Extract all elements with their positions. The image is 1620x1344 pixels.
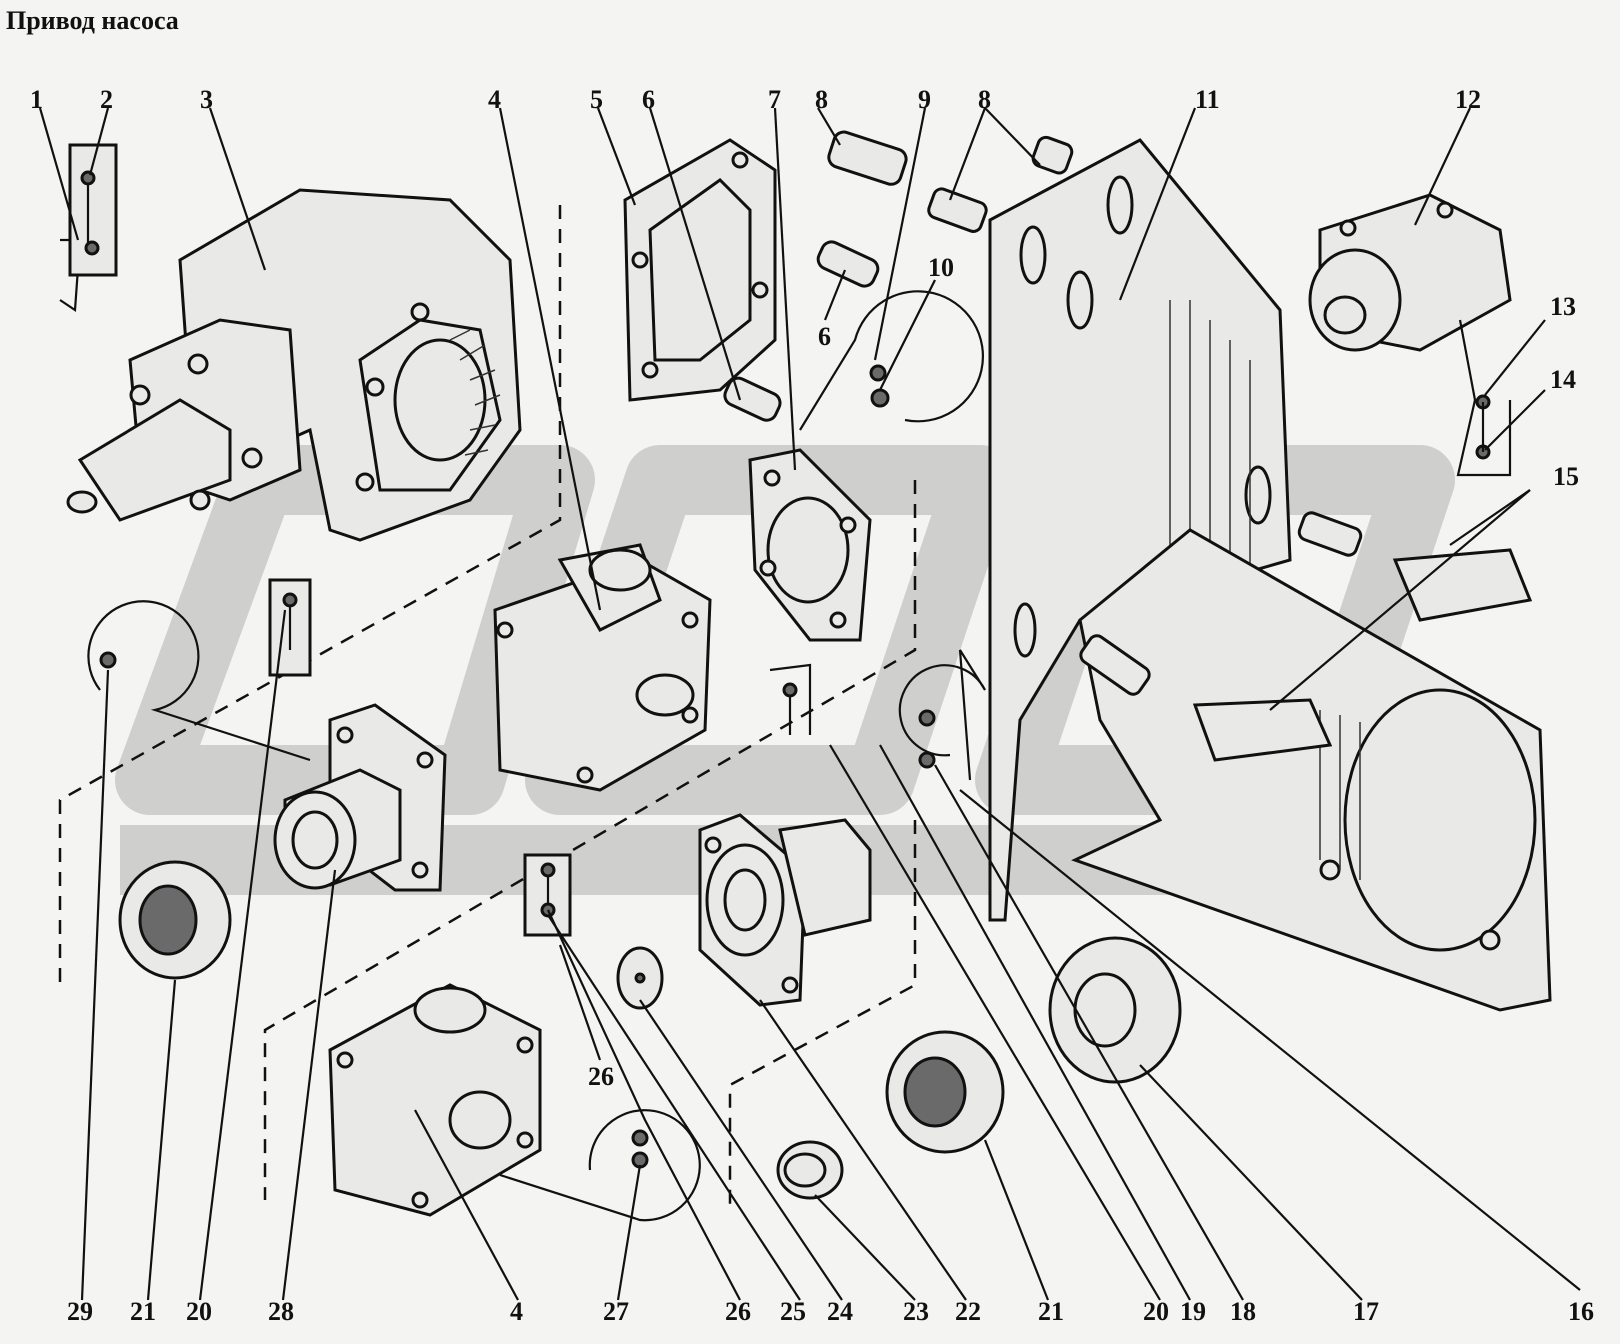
part-number-11: 11 bbox=[1195, 85, 1220, 114]
part-number-19: 19 bbox=[1180, 1297, 1206, 1326]
bolt-frame-26 bbox=[523, 853, 572, 937]
support-pads bbox=[1079, 511, 1533, 762]
part-number-27: 27 bbox=[603, 1297, 629, 1326]
part-number-1: 1 bbox=[30, 85, 43, 114]
part-number-26-bottom: 26 bbox=[725, 1297, 751, 1326]
part-number-3: 3 bbox=[200, 85, 213, 114]
part-number-16: 16 bbox=[1568, 1297, 1594, 1326]
gusset-plate bbox=[1071, 528, 1552, 1012]
pump-drive-housing bbox=[66, 188, 522, 542]
splined-flange bbox=[698, 813, 872, 1007]
nut-callout-18-20 bbox=[898, 649, 986, 781]
part-number-10: 10 bbox=[928, 253, 954, 282]
part-number-8: 8 bbox=[815, 85, 828, 114]
part-number-13: 13 bbox=[1550, 292, 1576, 321]
part-number-6: 6 bbox=[642, 85, 655, 114]
part-number-5: 5 bbox=[590, 85, 603, 114]
part-number-14: 14 bbox=[1550, 365, 1576, 394]
diagram-title: Привод насоса bbox=[6, 6, 179, 35]
dowel-pins bbox=[723, 130, 1074, 422]
part-number-22: 22 bbox=[955, 1297, 981, 1326]
part-number-12: 12 bbox=[1455, 85, 1481, 114]
part-number-21-left: 21 bbox=[130, 1297, 156, 1326]
universal-joint-lower bbox=[328, 983, 542, 1217]
universal-joint-upper bbox=[493, 543, 712, 792]
part-number-9: 9 bbox=[918, 85, 931, 114]
bolt-and-washer-13-14 bbox=[1456, 319, 1512, 477]
part-number-18: 18 bbox=[1230, 1297, 1256, 1326]
part-number-8-second: 8 bbox=[978, 85, 991, 114]
part-number-29: 29 bbox=[67, 1297, 93, 1326]
part-number-20-left: 20 bbox=[186, 1297, 212, 1326]
part-number-24: 24 bbox=[827, 1297, 853, 1326]
part-number-25: 25 bbox=[780, 1297, 806, 1326]
seal-right bbox=[885, 1030, 1005, 1154]
grease-fitting-callout bbox=[87, 600, 311, 762]
part-number-7: 7 bbox=[768, 85, 781, 114]
part-number-2: 2 bbox=[100, 85, 113, 114]
part-number-23: 23 bbox=[903, 1297, 929, 1326]
part-number-17: 17 bbox=[1353, 1297, 1379, 1326]
large-washer bbox=[1048, 936, 1182, 1084]
ring bbox=[776, 1140, 844, 1200]
leader-lines bbox=[38, 107, 1581, 1301]
part-number-20-right: 20 bbox=[1143, 1297, 1169, 1326]
nut-callout-27 bbox=[499, 1109, 701, 1222]
part-number-21-right: 21 bbox=[1038, 1297, 1064, 1326]
bolt-frame-20 bbox=[268, 578, 312, 677]
nut-callout-9-10 bbox=[799, 290, 984, 431]
pump-coupling bbox=[1308, 193, 1512, 352]
mounting-bracket bbox=[988, 138, 1292, 922]
bolt-frame-19 bbox=[769, 663, 812, 735]
small-washer bbox=[616, 946, 664, 1010]
flange-plate bbox=[748, 448, 872, 642]
part-number-4-top: 4 bbox=[488, 85, 501, 114]
part-number-26-side: 26 bbox=[588, 1062, 614, 1091]
part-number-6-side: 6 bbox=[818, 322, 831, 351]
flange-coupling bbox=[273, 703, 447, 892]
seal-left bbox=[118, 860, 232, 980]
part-numbers: 1 2 3 4 5 6 7 8 9 8 11 12 10 6 13 14 15 … bbox=[30, 85, 1594, 1326]
part-number-28: 28 bbox=[268, 1297, 294, 1326]
part-number-4-bottom: 4 bbox=[510, 1297, 523, 1326]
part-number-15: 15 bbox=[1553, 462, 1579, 491]
